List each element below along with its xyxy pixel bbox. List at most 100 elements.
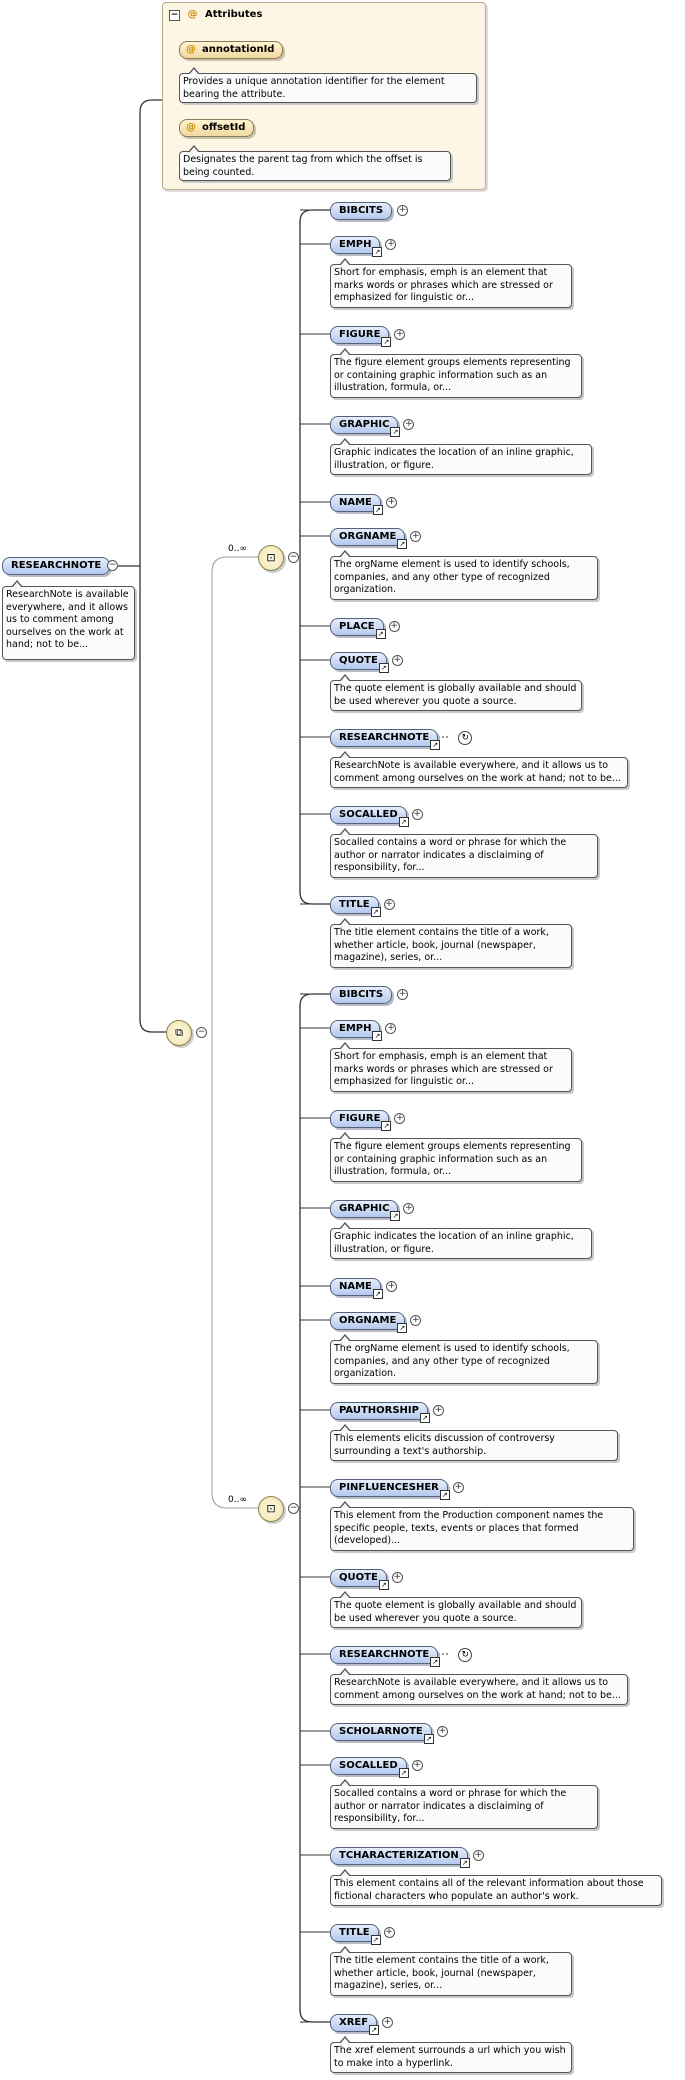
expand-icon[interactable]: + — [452, 1482, 464, 1493]
element-name[interactable]: NAME↗ — [330, 1278, 383, 1299]
element-emph[interactable]: EMPH↗ — [330, 1020, 383, 1041]
element-label: RESEARCHNOTE — [339, 1649, 430, 1660]
collapse-attributes-icon[interactable]: − — [169, 10, 180, 21]
element-description: The xref element surrounds a url which y… — [330, 2036, 572, 2073]
element-description: The orgName element is used to identify … — [330, 1334, 598, 1384]
element-quote[interactable]: QUOTE↗ — [330, 1569, 389, 1590]
expand-icon[interactable]: + — [403, 419, 415, 430]
expand-icon[interactable]: + — [394, 1113, 406, 1124]
expand-icon[interactable]: + — [411, 1760, 423, 1771]
element-description: This elements elicits discussion of cont… — [330, 1424, 618, 1461]
element-description: The orgName element is used to identify … — [330, 550, 598, 600]
expand-icon[interactable]: + — [410, 531, 422, 542]
element-graphic[interactable]: GRAPHIC↗ — [330, 416, 401, 437]
element-xref[interactable]: XREF↗ — [330, 2014, 380, 2035]
reference-arrow-icon: ↗ — [397, 539, 408, 549]
element-label: QUOTE — [339, 1572, 378, 1583]
element-figure[interactable]: FIGURE↗ — [330, 326, 392, 347]
element-label: SOCALLED — [339, 1760, 398, 1771]
element-socalled[interactable]: SOCALLED↗ — [330, 806, 409, 827]
element-description: ResearchNote is available everywhere, an… — [330, 751, 628, 788]
reference-arrow-icon: ↗ — [378, 663, 389, 673]
element-orgname[interactable]: ORGNAME↗ — [330, 528, 408, 549]
collapse-choice2-icon[interactable]: − — [288, 1503, 299, 1514]
element-label: PLACE — [339, 621, 375, 632]
expand-icon[interactable]: + — [394, 329, 406, 340]
reference-arrow-icon: ↗ — [381, 1121, 392, 1131]
reference-arrow-icon: ↗ — [372, 247, 383, 257]
attribute-description: Designates the parent tag from which the… — [179, 145, 451, 181]
reference-arrow-icon: ↗ — [381, 337, 392, 347]
element-title[interactable]: TITLE↗ — [330, 1924, 381, 1945]
element-label: PINFLUENCESHER — [339, 1482, 439, 1493]
expand-icon[interactable]: + — [391, 1572, 403, 1583]
element-emph[interactable]: EMPH↗ — [330, 236, 383, 257]
element-name[interactable]: NAME↗ — [330, 494, 383, 515]
expand-icon[interactable]: + — [436, 1726, 448, 1737]
element-tcharacterization[interactable]: TCHARACTERIZATION↗ — [330, 1847, 470, 1868]
element-label: QUOTE — [339, 655, 378, 666]
expand-icon[interactable]: + — [385, 1281, 397, 1292]
element-bibcits[interactable]: BIBCITS — [330, 202, 393, 220]
element-label: GRAPHIC — [339, 1203, 390, 1214]
attribute-at-icon: @ — [186, 44, 196, 55]
element-label: NAME — [339, 1281, 372, 1292]
element-label: TITLE — [339, 1927, 370, 1938]
element-title[interactable]: TITLE↗ — [330, 896, 381, 917]
expand-icon[interactable]: + — [388, 621, 400, 632]
collapse-root-icon[interactable]: − — [107, 560, 118, 571]
attribute-offsetid[interactable]: @ offsetId — [179, 119, 255, 137]
reference-arrow-icon: ↗ — [398, 1768, 409, 1778]
attribute-annotationid[interactable]: @ annotationId — [179, 41, 284, 59]
element-description: The figure element groups elements repre… — [330, 1132, 582, 1182]
reference-arrow-icon: ↗ — [390, 1211, 401, 1221]
element-orgname[interactable]: ORGNAME↗ — [330, 1312, 408, 1333]
element-scholarnote[interactable]: SCHOLARNOTE↗ — [330, 1723, 434, 1744]
element-researchnote[interactable]: RESEARCHNOTE↗ — [330, 1646, 441, 1667]
element-place[interactable]: PLACE↗ — [330, 618, 386, 639]
expand-icon[interactable]: + — [397, 205, 409, 216]
element-label: RESEARCHNOTE — [339, 732, 430, 743]
choice1-compositor-icon[interactable]: ⊡ — [258, 545, 284, 571]
element-pinfluencesher[interactable]: PINFLUENCESHER↗ — [330, 1479, 450, 1500]
element-description: This element contains all of the relevan… — [330, 1869, 662, 1906]
reference-arrow-icon: ↗ — [430, 740, 441, 750]
expand-icon[interactable]: + — [383, 1927, 395, 1938]
element-description: Short for emphasis, emph is an element t… — [330, 258, 572, 308]
sequence-compositor-icon[interactable]: ⧉ — [166, 1020, 192, 1046]
element-label: SCHOLARNOTE — [339, 1726, 423, 1737]
element-bibcits[interactable]: BIBCITS — [330, 986, 393, 1004]
expand-icon[interactable]: + — [411, 809, 423, 820]
choice2-compositor-icon[interactable]: ⊡ — [258, 1496, 284, 1522]
element-description: The quote element is globally available … — [330, 1591, 582, 1628]
expand-icon[interactable]: + — [397, 989, 409, 1000]
expand-icon[interactable]: + — [410, 1315, 422, 1326]
collapse-choice1-icon[interactable]: − — [288, 552, 299, 563]
recursion-icon: ↻ — [458, 1648, 473, 1662]
expand-icon[interactable]: + — [432, 1405, 444, 1416]
expand-icon[interactable]: + — [385, 1023, 397, 1034]
element-description: The figure element groups elements repre… — [330, 348, 582, 398]
element-label: BIBCITS — [339, 989, 384, 1000]
element-researchnote[interactable]: RESEARCHNOTE↗ — [330, 729, 441, 750]
expand-icon[interactable]: + — [472, 1850, 484, 1861]
element-figure[interactable]: FIGURE↗ — [330, 1110, 392, 1131]
expand-icon[interactable]: + — [385, 497, 397, 508]
expand-icon[interactable]: + — [385, 239, 397, 250]
collapse-sequence-icon[interactable]: − — [196, 1027, 207, 1038]
element-pauthorship[interactable]: PAUTHORSHIP↗ — [330, 1402, 430, 1423]
reference-arrow-icon: ↗ — [372, 1031, 383, 1041]
attributes-header[interactable]: − @ Attributes — [169, 9, 262, 21]
expand-icon[interactable]: + — [391, 655, 403, 666]
attribute-label: offsetId — [202, 122, 246, 133]
expand-icon[interactable]: + — [403, 1203, 415, 1214]
element-socalled[interactable]: SOCALLED↗ — [330, 1757, 409, 1778]
expand-icon[interactable]: + — [382, 2017, 394, 2028]
element-description: Socalled contains a word or phrase for w… — [330, 828, 598, 878]
choice2-occurrence: 0..∞ — [228, 1495, 247, 1505]
expand-icon[interactable]: + — [383, 899, 395, 910]
element-quote[interactable]: QUOTE↗ — [330, 652, 389, 673]
root-element[interactable]: RESEARCHNOTE — [2, 557, 111, 575]
element-graphic[interactable]: GRAPHIC↗ — [330, 1200, 401, 1221]
